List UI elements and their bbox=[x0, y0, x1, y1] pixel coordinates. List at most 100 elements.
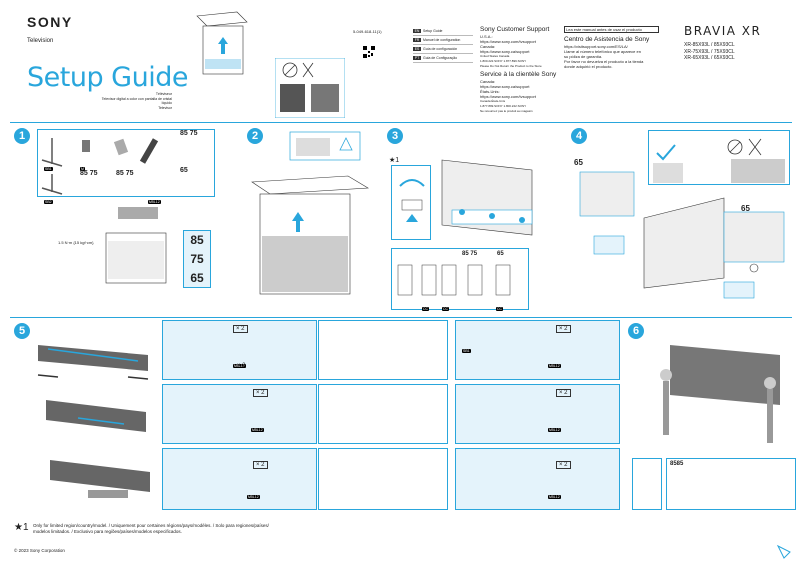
chip-label: M5L12 bbox=[548, 495, 561, 499]
model-name: XR-65X93L / 65X93CL bbox=[684, 55, 735, 61]
step6-lift-illustration bbox=[660, 345, 780, 443]
chip-label: CC bbox=[496, 307, 504, 311]
chip-m5l12: M5L12 bbox=[233, 354, 246, 372]
step5-panel-2b bbox=[318, 384, 448, 444]
size-65: 65 bbox=[497, 251, 504, 257]
step4-do-dont bbox=[648, 130, 790, 185]
tv-back-illustration bbox=[441, 159, 533, 236]
step3-inset bbox=[391, 165, 431, 240]
warning-illustration bbox=[275, 58, 345, 118]
screw-torque: 1.5 N·m {15 kgf·cm} bbox=[58, 240, 94, 245]
screw-count: × 2 bbox=[556, 325, 571, 333]
step-5-badge: 5 bbox=[14, 323, 30, 339]
step5-panel-3b bbox=[318, 448, 448, 510]
support-phone: 1.877.899.SONY 1.800.222.SONY bbox=[480, 104, 527, 108]
copyright: © 2023 Sony Corporation bbox=[14, 548, 65, 553]
step4-illustration bbox=[579, 171, 785, 299]
step5-row1-tv bbox=[28, 325, 158, 383]
chip-cc: CC bbox=[496, 297, 504, 315]
step5-row3-tv bbox=[28, 450, 158, 508]
chip-sb1: SB1 bbox=[44, 157, 53, 175]
chip-label: SB1 bbox=[462, 349, 471, 353]
chip-label: M5L12 bbox=[548, 364, 561, 368]
step-2-badge: 2 bbox=[247, 128, 263, 144]
chip-label: M5L12 bbox=[148, 200, 161, 204]
size-label-65: 65 bbox=[180, 167, 188, 174]
size-75: 75 bbox=[125, 170, 134, 177]
chip-label: M bbox=[80, 167, 85, 171]
size-selector: 85 75 65 bbox=[183, 230, 211, 288]
lang-code: PT bbox=[413, 56, 421, 60]
step5-panel-1c: × 2 SB1 M5L12 bbox=[455, 320, 620, 380]
chip-m5l12: M5L12 bbox=[548, 485, 561, 503]
size-65: 65 bbox=[574, 158, 583, 167]
size-75: 75 bbox=[89, 170, 98, 177]
model-name: XR-75X93L / 75X93CL bbox=[684, 48, 735, 55]
step-1-badge: 1 bbox=[14, 128, 30, 144]
section-divider bbox=[10, 317, 792, 318]
size-label: 8585 bbox=[670, 461, 684, 467]
chip-label: M5L12 bbox=[247, 495, 260, 499]
chip-m5l12: M5L12 bbox=[148, 190, 161, 208]
chip-label: SB1 bbox=[44, 167, 53, 171]
screw-count: × 2 bbox=[237, 363, 246, 369]
footnote-line: modelos limitados. / Exclusivo para regi… bbox=[33, 529, 182, 534]
size-label-3: 85 75 bbox=[180, 130, 198, 137]
size-85: 85 bbox=[116, 170, 124, 177]
tv-soundbar-illustration bbox=[50, 460, 150, 498]
screw-count: × 2 bbox=[253, 461, 268, 469]
footnote-star: ★1 bbox=[14, 522, 29, 533]
footnote-text: Only for limited region/country/model. /… bbox=[33, 523, 269, 535]
lang-label: Guia de Configuração bbox=[423, 56, 458, 60]
step-3-badge: 3 bbox=[387, 128, 403, 144]
screw-count: × 2 bbox=[556, 389, 571, 397]
brand-logo: SONY bbox=[27, 14, 73, 30]
support-title-es: Centro de Asistencia de Sony bbox=[564, 36, 650, 43]
chip-label: M5L12 bbox=[233, 364, 246, 368]
tv-stand-wide-illustration bbox=[37, 345, 149, 380]
support-phone-label: Canada États-Unis bbox=[480, 99, 506, 103]
support-note: Ne retournez pas le produit au magasin bbox=[480, 109, 533, 113]
do-dont-illustration bbox=[653, 138, 785, 183]
support-line: Por favor no devuelva el producto a la t… bbox=[564, 59, 644, 64]
size-75: 75 bbox=[190, 252, 204, 266]
chip-m5l12: M5L12 bbox=[548, 418, 561, 436]
support-line: Canada: bbox=[480, 44, 496, 49]
step3-cover-types: 85 75 65 CC CC CC bbox=[391, 248, 529, 311]
step1-parts-panel bbox=[37, 129, 215, 197]
support-line: su póliza de garantía. bbox=[564, 54, 603, 59]
support-title-fr: Service à la clientèle Sony bbox=[480, 71, 557, 78]
page-curl-icon bbox=[776, 544, 791, 559]
size-85: 85 bbox=[80, 170, 88, 177]
chip-label: CC bbox=[422, 307, 430, 311]
support-line: https://www.sony.com/tvsupport bbox=[480, 39, 536, 44]
parts-illustration bbox=[41, 138, 159, 195]
support-line: donde adquirió el producto. bbox=[564, 64, 613, 69]
support-line: Canada: bbox=[480, 79, 496, 84]
step5-panel-3c: × 2 M5L12 bbox=[455, 448, 620, 510]
screw-count: × 2 bbox=[253, 389, 268, 397]
step5-panel-1a: × 2 M5L12 × 2 bbox=[162, 320, 317, 380]
step5-panel-2a: × 2 M5L12 bbox=[162, 384, 317, 444]
size-85: 85 bbox=[190, 233, 204, 247]
step5-panel-1b bbox=[318, 320, 448, 380]
stand-box-illustration bbox=[105, 207, 167, 284]
support-line: https://www.sony.ca/support bbox=[480, 49, 530, 54]
size-85: 85 bbox=[462, 251, 469, 257]
chip-m5l12: M5L12 bbox=[247, 485, 260, 503]
step5-row2-tv bbox=[28, 388, 158, 446]
support-line: U.S.A.: bbox=[480, 34, 493, 39]
part-number: 5-049-618-11(1) bbox=[353, 29, 382, 34]
lang-label: Manuel de configuration bbox=[423, 38, 461, 42]
chip-label: SB2 bbox=[44, 200, 53, 204]
chip-label: M5L12 bbox=[251, 428, 264, 432]
bravia-logo: BRAVIA XR bbox=[684, 24, 762, 38]
support-line: États-Unis: bbox=[480, 89, 500, 94]
step-4-badge: 4 bbox=[571, 128, 587, 144]
support-en-fr: Sony Customer Support U.S.A.: https://ww… bbox=[480, 26, 558, 114]
size-label: 85 75 bbox=[80, 170, 98, 177]
support-es: Lea este manual antes de usar el product… bbox=[564, 26, 659, 69]
chip-label: M5L12 bbox=[548, 428, 561, 432]
